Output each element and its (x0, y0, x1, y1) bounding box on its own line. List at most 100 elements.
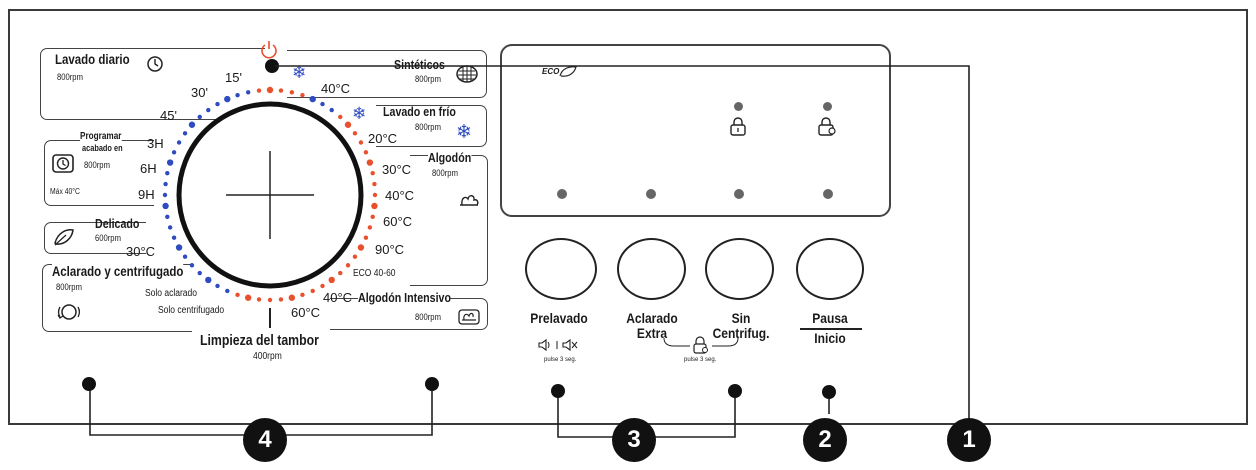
dial-dot (289, 90, 295, 95)
dial-dot (358, 140, 364, 145)
dial-temp-30-delicado: 30°C (126, 244, 156, 259)
dial-dot (245, 90, 251, 95)
child-lock-bracket (663, 336, 739, 354)
program-rpm-delicado: 600rpm (95, 233, 121, 243)
dial-dot (266, 86, 274, 94)
program-title-aclarado-centrifugado: Aclarado y centrifugado (52, 263, 184, 279)
inicio-label: Inicio (814, 330, 846, 346)
program-dial[interactable] (0, 0, 520, 360)
dial-dot (244, 294, 252, 301)
dial-temp-40-intensivo: 40°C (323, 290, 353, 305)
dial-dot (215, 283, 220, 289)
dial-dot (235, 92, 240, 98)
timer-clock-icon (52, 154, 74, 173)
dial-dot (162, 192, 168, 198)
callout-dot-4-right (425, 377, 439, 391)
snowflake-icon-dial: ❄ (352, 104, 367, 123)
program-box-lavado-frio (376, 105, 487, 147)
indicator-dot-2 (646, 189, 656, 199)
dial-dot (370, 170, 375, 176)
leaf-icon (54, 229, 74, 246)
dial-dot (171, 150, 177, 155)
sin-centrifug-label-1: Sin (731, 310, 751, 326)
cotton-intensive-icon (458, 309, 480, 325)
dial-dot (300, 92, 305, 98)
dial-dot (363, 235, 369, 240)
aclarado-extra-button[interactable] (617, 238, 686, 300)
dial-dot (363, 150, 369, 155)
cotton-icon (460, 195, 479, 206)
dial-dot (310, 288, 315, 294)
sin-centrifug-button[interactable] (705, 238, 774, 300)
program-title-delicado: Delicado (95, 216, 140, 231)
aclarado-extra-label-1: Aclarado (626, 310, 678, 326)
dial-dot (300, 292, 305, 298)
program-title-algodon: Algodón (428, 150, 472, 165)
dial-dot (309, 95, 316, 103)
program-title-algodon-intensivo: Algodón Intensivo (358, 290, 451, 305)
dial-dot (182, 131, 188, 136)
dial-dot (197, 114, 202, 120)
power-icon (261, 41, 277, 59)
program-box-delicado (44, 222, 146, 254)
indicator-dot-lock-1 (734, 102, 743, 111)
callout-dot-4-left (82, 377, 96, 391)
dial-dot (352, 131, 358, 136)
dial-dot (256, 88, 262, 93)
dial-dot (367, 225, 373, 230)
dial-dot (224, 95, 231, 103)
dial-temp-60: 60°C (383, 214, 413, 229)
dial-dot (288, 294, 296, 301)
dial-dot (205, 276, 212, 284)
dial-dot (278, 297, 284, 302)
status-display (500, 44, 891, 217)
dial-dot (256, 297, 262, 302)
dial-time-30: 30' (191, 85, 208, 100)
program-rpm-algodon-intensivo: 800rpm (415, 312, 441, 322)
pausa-inicio-button[interactable] (796, 238, 864, 300)
program-title-sinteticos: Sintéticos (394, 57, 445, 72)
dial-dot (320, 283, 325, 289)
dial-dot (175, 244, 183, 251)
sound-toggle-icon (538, 338, 578, 352)
prelavado-hint: pulse 3 seg. (544, 357, 577, 363)
option-solo-aclarado: Solo aclarado (145, 288, 197, 299)
dial-dot (338, 270, 343, 276)
dial-dot (215, 101, 220, 107)
program-rpm-programar: 800rpm (84, 160, 110, 170)
dial-dot (166, 159, 174, 166)
rinse-spin-icon (57, 304, 80, 320)
indicator-dot-lock-2 (823, 102, 832, 111)
dial-dot (366, 159, 374, 166)
dial-dot (329, 107, 334, 113)
snowflake-icon-sinteticos: ❄ (292, 63, 307, 82)
dial-temp-60-bottom: 60°C (291, 305, 321, 320)
prelavado-button[interactable] (525, 238, 597, 300)
callout-badge-3: 3 (612, 418, 656, 462)
dial-dot (338, 114, 343, 120)
dial-dot (188, 121, 196, 128)
dial-time-15: 15' (225, 70, 242, 85)
dial-dot (320, 101, 325, 107)
dial-dot (370, 214, 375, 220)
dial-dot (189, 263, 195, 268)
snowflake-icon: ❄ (456, 122, 472, 143)
program-max-programar: Máx 40°C (50, 187, 80, 196)
dial-dot (162, 202, 169, 210)
dial-temp-40: 40°C (385, 188, 415, 203)
program-rpm-lavado-frio: 800rpm (415, 122, 441, 132)
eco-leaf-icon (559, 66, 577, 77)
dial-dot (206, 107, 211, 113)
dial-eco-40-60: ECO 40-60 (353, 268, 396, 279)
program-rpm-limpieza-tambor: 400rpm (253, 351, 282, 362)
dial-temp-20: 20°C (368, 131, 398, 146)
callout-dot-3-right (728, 384, 742, 398)
callout-dot-2 (822, 385, 836, 399)
dial-dot (225, 288, 230, 294)
dial-dot (344, 121, 352, 128)
dial-dot (235, 292, 240, 298)
dial-dot (176, 140, 182, 145)
dial-crosshair (226, 151, 314, 239)
dial-dot (352, 254, 358, 259)
